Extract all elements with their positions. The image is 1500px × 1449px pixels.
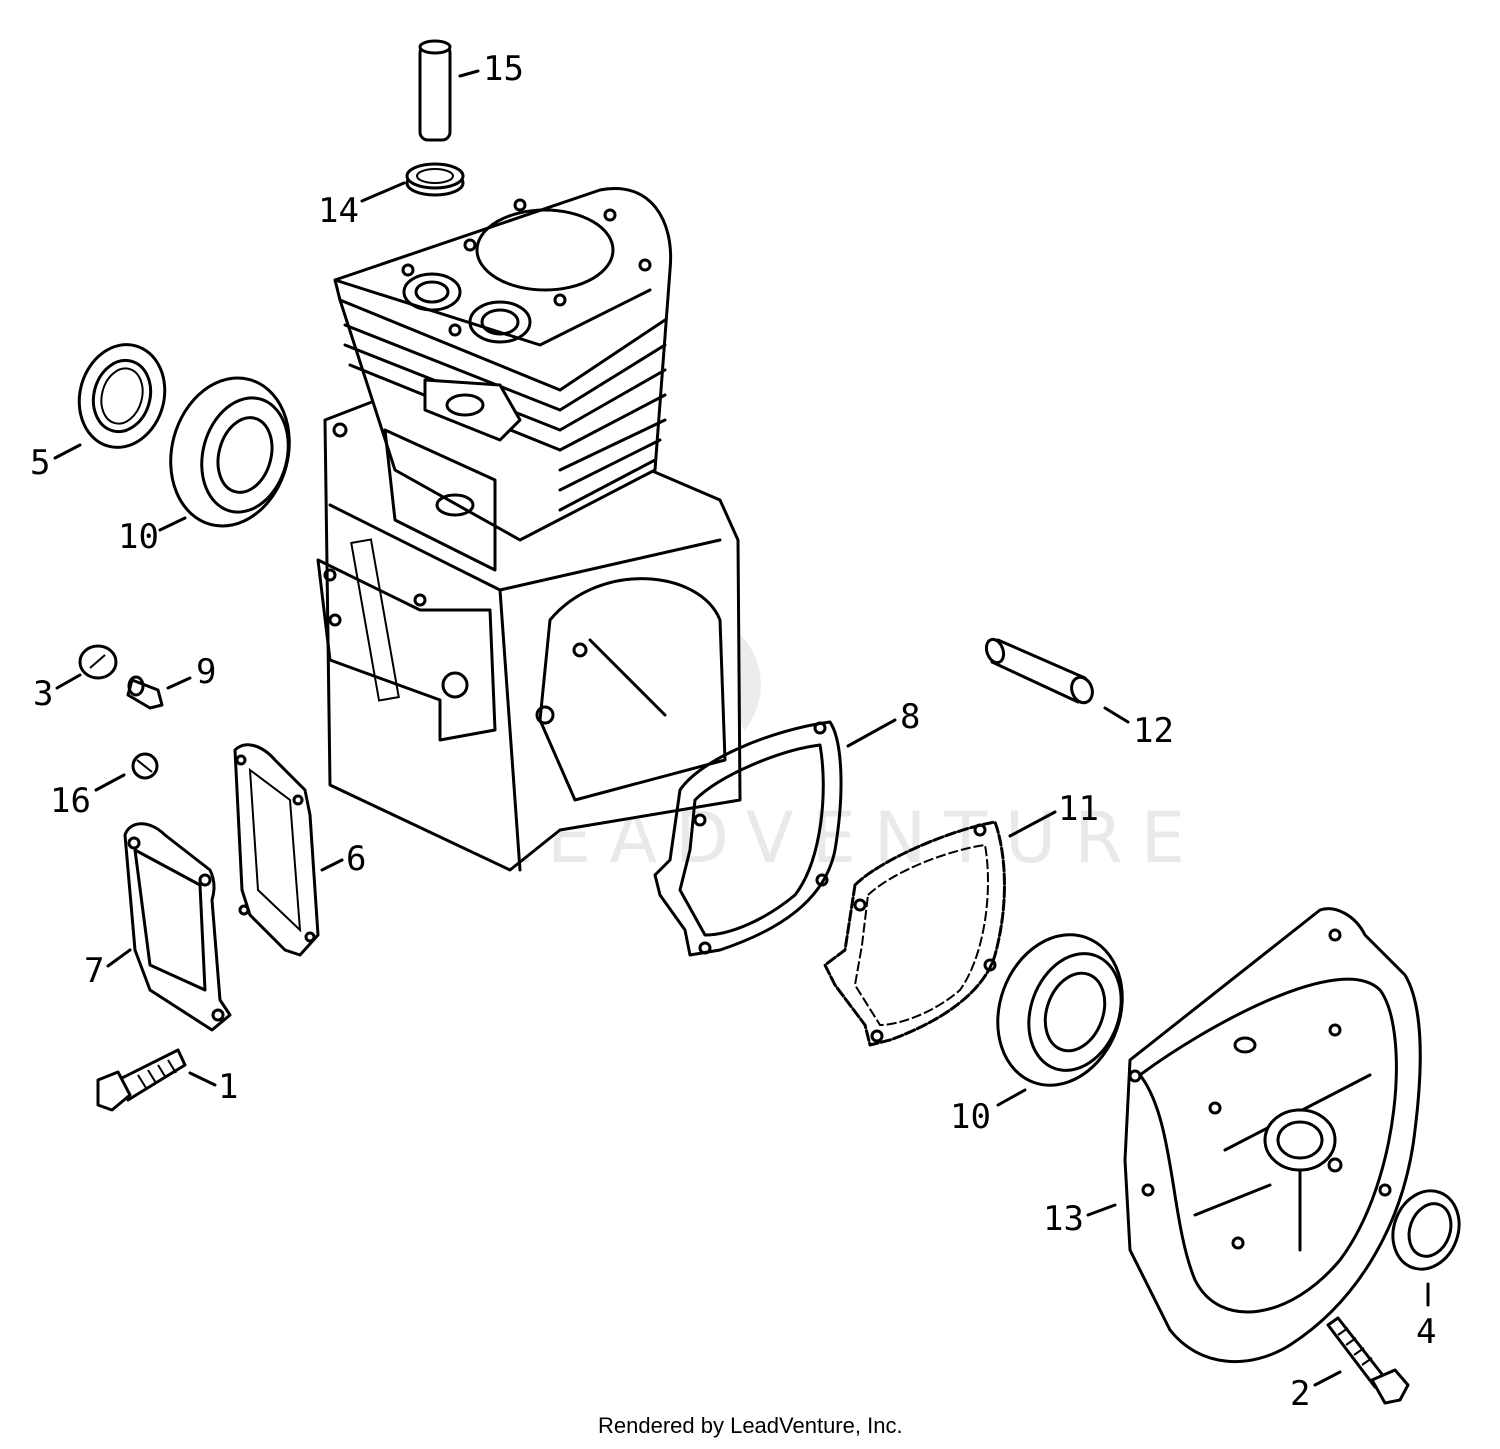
callout-1: 1 bbox=[218, 1067, 238, 1107]
part-16-plug[interactable] bbox=[131, 752, 159, 780]
callout-4: 4 bbox=[1416, 1312, 1436, 1352]
leader-16 bbox=[94, 773, 126, 792]
part-10-bearing-lower[interactable] bbox=[977, 917, 1142, 1103]
leader-10a bbox=[158, 516, 187, 532]
callout-13: 13 bbox=[1043, 1199, 1084, 1239]
part-8-gasket[interactable] bbox=[653, 720, 843, 957]
part-11-gasket[interactable] bbox=[823, 820, 1006, 1047]
callout-14: 14 bbox=[318, 191, 359, 231]
callout-12: 12 bbox=[1133, 711, 1174, 751]
leader-3 bbox=[55, 673, 82, 690]
part-15-tube[interactable] bbox=[418, 39, 452, 142]
part-10-bearing-upper[interactable] bbox=[155, 365, 306, 540]
part-13-bearing-plate[interactable] bbox=[1123, 907, 1422, 1363]
leader-1 bbox=[188, 1071, 217, 1087]
callout-6: 6 bbox=[346, 839, 366, 879]
part-14-ring[interactable] bbox=[405, 162, 465, 197]
leader-12 bbox=[1103, 706, 1130, 724]
cylinder-block[interactable] bbox=[316, 187, 742, 872]
leader-9 bbox=[166, 676, 192, 690]
part-5-oil-seal[interactable] bbox=[68, 335, 176, 457]
leader-14 bbox=[360, 181, 406, 203]
part-3-plug[interactable] bbox=[78, 644, 118, 680]
callout-10-upper: 10 bbox=[118, 517, 159, 557]
leader-lines bbox=[53, 69, 1430, 1387]
leader-13 bbox=[1086, 1203, 1117, 1217]
part-6-gasket[interactable] bbox=[233, 743, 320, 957]
part-1-bolt[interactable] bbox=[96, 1048, 187, 1112]
callout-2: 2 bbox=[1290, 1374, 1310, 1414]
leader-5 bbox=[53, 443, 82, 460]
callout-10-lower: 10 bbox=[950, 1097, 991, 1137]
leader-10b bbox=[996, 1088, 1027, 1107]
leader-15 bbox=[458, 69, 480, 78]
callout-8: 8 bbox=[900, 697, 920, 737]
leader-11 bbox=[1008, 810, 1057, 838]
part-4-oil-seal[interactable] bbox=[1382, 1181, 1470, 1278]
leader-2 bbox=[1313, 1370, 1342, 1387]
callout-9: 9 bbox=[196, 652, 216, 692]
callout-11: 11 bbox=[1058, 789, 1099, 829]
part-9-fitting[interactable] bbox=[126, 675, 164, 710]
part-7-cover[interactable] bbox=[123, 822, 232, 1032]
callout-5: 5 bbox=[30, 443, 50, 483]
callout-labels: 15 14 5 10 3 9 16 6 7 1 8 12 11 10 13 4 … bbox=[30, 49, 1436, 1414]
leader-7 bbox=[106, 948, 132, 968]
credit-text: Rendered by LeadVenture, Inc. bbox=[598, 1413, 903, 1438]
callout-16: 16 bbox=[50, 781, 91, 821]
part-2-bolt[interactable] bbox=[1326, 1316, 1410, 1405]
callout-7: 7 bbox=[84, 951, 104, 991]
callout-3: 3 bbox=[33, 674, 53, 714]
leader-6 bbox=[320, 858, 344, 872]
part-12-tube[interactable] bbox=[983, 637, 1095, 706]
callout-15: 15 bbox=[483, 49, 524, 89]
leader-8 bbox=[846, 718, 897, 748]
